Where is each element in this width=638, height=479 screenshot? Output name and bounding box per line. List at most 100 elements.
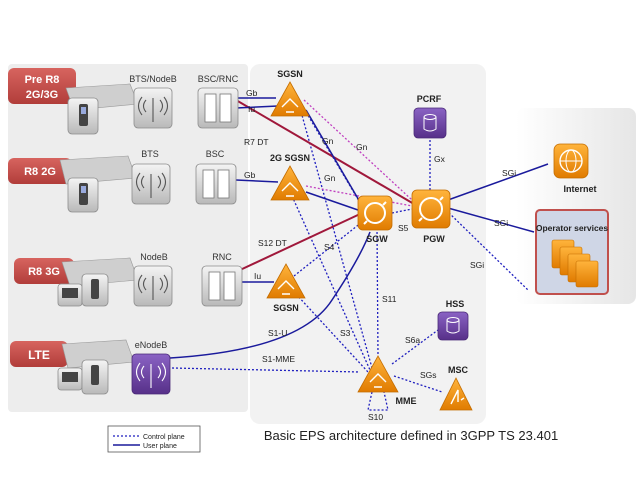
legend-box — [107, 425, 201, 453]
interface-label: S3 — [340, 328, 351, 338]
access-network-background — [8, 64, 248, 412]
radio-label: BTS — [141, 149, 159, 159]
interface-label: R7 DT — [244, 137, 269, 147]
link-mme-hss-s6a — [391, 329, 439, 365]
interface-label: S11 — [382, 294, 397, 304]
interface-label: Gb — [246, 88, 258, 98]
node-hss: HSS — [437, 299, 469, 341]
controller-rnc: RNC — [201, 252, 243, 307]
interface-label: Gx — [434, 154, 446, 164]
interface-label: Gb — [244, 170, 256, 180]
gn-links — [303, 99, 413, 207]
node-label: SGSN — [273, 303, 299, 313]
access-row-r8-2g: R8 2G — [8, 158, 72, 184]
node-label: MSC — [448, 365, 469, 375]
node-pcrf: PCRF — [413, 94, 447, 139]
radio-nodeb: NodeB — [133, 252, 173, 307]
node-sgsn-bottom: SGSN — [266, 263, 306, 313]
link-sgsn-top-sgw-solid — [305, 109, 361, 203]
access-row-label-line1: LTE — [28, 348, 50, 362]
phone-icon — [81, 273, 109, 307]
link-pgw-internet-sgi — [447, 163, 549, 201]
link-bsc-sgsn2g-gb — [235, 179, 279, 183]
access-row-badge — [8, 158, 72, 184]
laptop-icon — [57, 283, 83, 307]
node-sgsn-top: SGSN — [270, 69, 310, 117]
server-icon — [413, 107, 447, 139]
interface-label: SGi — [470, 260, 484, 270]
link-mme-msc-sgs — [393, 375, 443, 393]
rack-icon — [197, 87, 239, 129]
server-icon — [437, 311, 469, 341]
controller-bsc-rnc: BSC/RNC — [197, 74, 239, 129]
link-sgsn2g-pgw-gn — [305, 185, 413, 207]
radio-bts-nodeb: BTS/NodeB — [129, 74, 177, 129]
access-row-badge — [8, 68, 76, 104]
services-stack-icon — [551, 239, 599, 288]
link-pgw-operator-sgi-control — [445, 209, 529, 291]
phone-icon — [67, 177, 99, 213]
radio-label: NodeB — [140, 252, 168, 262]
link-sgw-pgw-s5 — [391, 208, 413, 214]
interface-label: S10 — [368, 412, 383, 422]
radio-bts: BTS — [131, 149, 171, 205]
link-bscrnc-pgw-r7dt — [235, 99, 415, 205]
gateway-icon — [411, 189, 451, 229]
interface-label: Gn — [356, 142, 368, 152]
node-label: SGW — [366, 234, 388, 244]
radio-enodeb: eNodeB — [131, 340, 171, 395]
devices — [57, 97, 109, 395]
link-sgw-mme-s11 — [376, 227, 379, 357]
node-msc: MSC — [439, 365, 473, 411]
interface-label: S12 DT — [258, 238, 287, 248]
external-operator-services: Operator services — [535, 209, 609, 295]
interface-label: S4 — [324, 242, 335, 252]
phone-icon — [81, 359, 109, 395]
interface-label: Iu — [248, 104, 255, 114]
radio-label: eNodeB — [135, 340, 168, 350]
interface-label: Gn — [322, 136, 334, 146]
link-enodeb-mme-s1mme — [171, 367, 361, 373]
interface-label: Gn — [324, 173, 336, 183]
access-row-label-line1: Pre R8 — [25, 74, 60, 86]
coverage-terrain — [59, 83, 139, 369]
link-rnc-sgw-s12dt — [239, 213, 361, 271]
legend: Control plane User plane — [107, 425, 201, 453]
interface-label: S1-MME — [262, 354, 295, 364]
node-label: PGW — [423, 234, 445, 244]
controller-bsc: BSC — [195, 149, 237, 205]
core-network-background — [250, 64, 486, 424]
node-mme: MME — [357, 355, 417, 406]
node-label: SGSN — [277, 69, 303, 79]
node-label: 2G SGSN — [270, 153, 310, 163]
phone-icon — [67, 97, 99, 135]
node-2g-sgsn: 2G SGSN — [270, 153, 310, 201]
user-plane-links — [169, 97, 549, 359]
access-row-r8-3g: R8 3G — [14, 258, 74, 284]
link-sgsnbottom-mme-s3 — [295, 293, 369, 373]
node-label: MME — [396, 396, 417, 406]
gateway-icon — [357, 195, 393, 231]
interface-label: SGi — [494, 218, 508, 228]
interface-label: SGs — [420, 370, 437, 380]
link-sgsn-top-mme — [299, 107, 373, 369]
interface-label: SGi — [502, 168, 516, 178]
link-sgsn-top-pgw-gn — [303, 99, 413, 201]
interface-label: Iu — [254, 271, 261, 281]
controller-label: BSC — [206, 149, 225, 159]
external-label: Internet — [563, 184, 596, 194]
node-pgw: PGW — [411, 189, 451, 244]
laptop-icon — [57, 367, 83, 391]
access-row-lte: LTE — [10, 341, 68, 367]
legend-user-plane-label: User plane — [143, 443, 177, 450]
access-row-pre-r8: Pre R8 2G/3G — [8, 68, 76, 104]
red-links — [235, 99, 415, 271]
rack-icon — [195, 163, 237, 205]
link-bscrnc-sgsn-iu — [235, 105, 279, 109]
controller-label: BSC/RNC — [198, 74, 239, 84]
controller-label: RNC — [212, 252, 232, 262]
link-mme-s10-loop — [367, 391, 389, 411]
link-enodeb-sgw-s1u — [169, 231, 371, 359]
legend-control-plane-label: Control plane — [143, 434, 185, 441]
